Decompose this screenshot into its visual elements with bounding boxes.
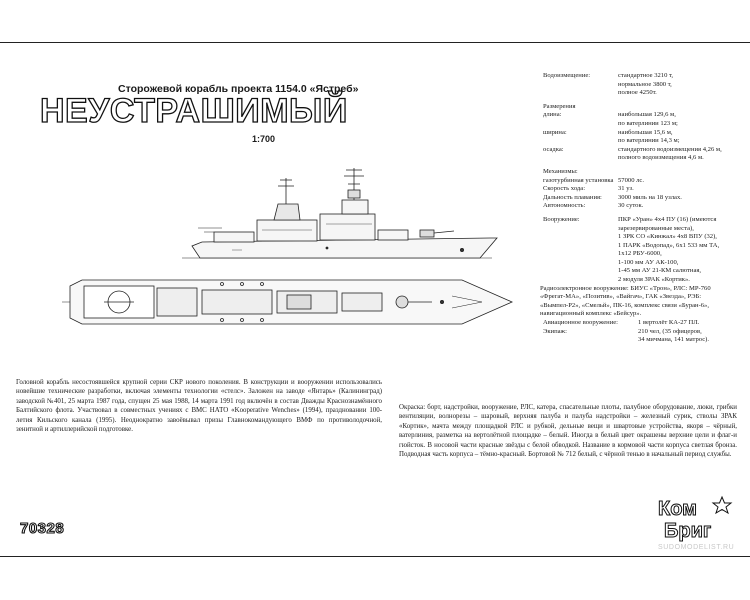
spec-value: БИУС «Трон», РЛС: МР-760 bbox=[630, 284, 711, 292]
spec-autonomy: Автономность: 30 суток. bbox=[543, 202, 743, 211]
spec-value: навигационный комплекс «Бейсур». bbox=[540, 310, 642, 318]
ship-subtitle: Сторожевой корабль проекта 1154.0 «Ястре… bbox=[118, 83, 359, 95]
spec-value: 210 чел, (35 офицеров, bbox=[638, 327, 702, 335]
spec-value: 2 модуля ЗРАК «Кортик». bbox=[618, 276, 690, 284]
spec-value: 30 суток. bbox=[618, 202, 644, 210]
spec-value: полное 4250т. bbox=[618, 89, 657, 97]
spec-label: Механизмы: bbox=[543, 167, 578, 175]
spec-electronics: Радиоэлектронное вооружение: БИУС «Трон»… bbox=[540, 285, 743, 319]
spec-value: 1 ЗРК СО «Кинжал» 4х8 ВПУ (32), bbox=[618, 233, 717, 241]
ship-name-title: НЕУСТРАШИМЫЙ bbox=[39, 91, 348, 130]
watermark-text: SUDOMODELIST.RU bbox=[658, 544, 735, 551]
spec-label: Радиоэлектронное вооружение: bbox=[540, 284, 629, 292]
spec-range: Дальность плавания: 3000 миль на 18 узлах… bbox=[543, 194, 743, 203]
spec-value: зарезервированные места), bbox=[618, 224, 694, 232]
logo-text-top: Ком bbox=[658, 498, 697, 520]
ship-drawing bbox=[62, 168, 513, 325]
spec-displacement: Водоизмещение: стандартное 3210 т,нормал… bbox=[543, 72, 743, 98]
spec-label: Авиационное вооружение: bbox=[543, 319, 618, 327]
logo-text-bottom: Бриг bbox=[664, 520, 711, 542]
spec-label: ширина: bbox=[543, 128, 567, 136]
spec-value: наибольшая 15,6 м, bbox=[618, 128, 673, 136]
history-description: Головной корабль несостоявшейся крупной … bbox=[16, 379, 382, 434]
kombrig-logo: Ком Бриг bbox=[658, 495, 733, 543]
spec-value: 1-100 мм АУ АК-100, bbox=[618, 258, 679, 266]
spec-value: по ватерлинии 123 м; bbox=[618, 119, 678, 127]
spec-width: ширина: наибольшая 15,6 м,по ватерлинии … bbox=[543, 129, 743, 146]
spec-value: стандартного водоизмещения 4,26 м, bbox=[618, 145, 722, 153]
spec-label: Скорость хода: bbox=[543, 185, 586, 193]
spec-label: Размерения bbox=[543, 102, 576, 110]
spec-value: по ватерлинии 14,3 м; bbox=[618, 137, 680, 145]
spec-value: «Вымпел-Р2», «Смельй», ПК-16, комплекс с… bbox=[540, 301, 710, 309]
catalog-number: 70328 bbox=[19, 519, 65, 537]
spec-label: Водоизмещение: bbox=[543, 72, 591, 79]
spec-machinery: газотурбинная установка 57000 лс. bbox=[543, 177, 743, 186]
spec-value: 57000 лс. bbox=[618, 176, 644, 184]
top-view-drawing bbox=[62, 279, 513, 325]
scale-label: 1:700 bbox=[252, 134, 276, 144]
painting-description: Окраска: борт, надстройки, вооружение, Р… bbox=[399, 404, 737, 459]
spec-value: 34 мичмана, 141 матрос). bbox=[638, 336, 709, 344]
spec-value: 1х12 РБУ-6000, bbox=[618, 250, 662, 258]
spec-label: Автономность: bbox=[543, 202, 586, 210]
spec-label: Экипаж: bbox=[543, 327, 567, 335]
spec-value: 31 уз. bbox=[618, 185, 634, 193]
spec-draft: осадка: стандартного водоизмещения 4,26 … bbox=[543, 146, 743, 163]
side-profile-drawing bbox=[182, 168, 498, 259]
spec-value: ПКР «Уран» 4х4 ПУ (16) (имеются bbox=[618, 215, 717, 223]
spec-speed: Скорость хода: 31 уз. bbox=[543, 185, 743, 194]
spec-label: Вооружение: bbox=[543, 215, 580, 223]
spec-length: длина: наибольшая 129,6 м,по ватерлинии … bbox=[543, 111, 743, 128]
spec-armament: Вооружение: ПКР «Уран» 4х4 ПУ (16) (имею… bbox=[543, 216, 743, 285]
spec-value: «Фрегат-МА», «Позитив», «Вайгач», ГАК «З… bbox=[540, 293, 702, 301]
spec-value: нормальное 3800 т, bbox=[618, 80, 672, 88]
spec-machinery-heading: Механизмы: bbox=[543, 168, 743, 177]
spec-label: Дальность плавания: bbox=[543, 193, 602, 201]
sheet-frame bbox=[0, 42, 750, 557]
spec-value: 1 ПАРК «Водопад», 6х1 533 мм ТА, bbox=[618, 241, 720, 249]
spec-value: 1-45 мм АУ 21-КМ салютная, bbox=[618, 267, 702, 275]
spec-aviation: Авиационное вооружение: 1 вертолёт КА-27 … bbox=[543, 319, 743, 328]
spec-value: наибольшая 129,6 м, bbox=[618, 111, 676, 119]
spec-dimensions: Размерения bbox=[543, 103, 743, 112]
spec-label: газотурбинная установка bbox=[543, 176, 614, 184]
spec-value: 3000 миль на 18 узлах. bbox=[618, 193, 682, 201]
spec-value: 1 вертолёт КА-27 ПЛ. bbox=[638, 319, 700, 327]
spec-label: длина: bbox=[543, 111, 562, 119]
spec-value: стандартное 3210 т, bbox=[618, 72, 674, 79]
specifications-block: Водоизмещение: стандартное 3210 т,нормал… bbox=[540, 72, 743, 345]
spec-value: полного водоизмещения 4,6 м. bbox=[618, 154, 704, 162]
star-icon bbox=[711, 495, 733, 515]
spec-crew: Экипаж: 210 чел, (35 офицеров,34 мичмана… bbox=[543, 328, 743, 345]
spec-label: осадка: bbox=[543, 145, 564, 153]
